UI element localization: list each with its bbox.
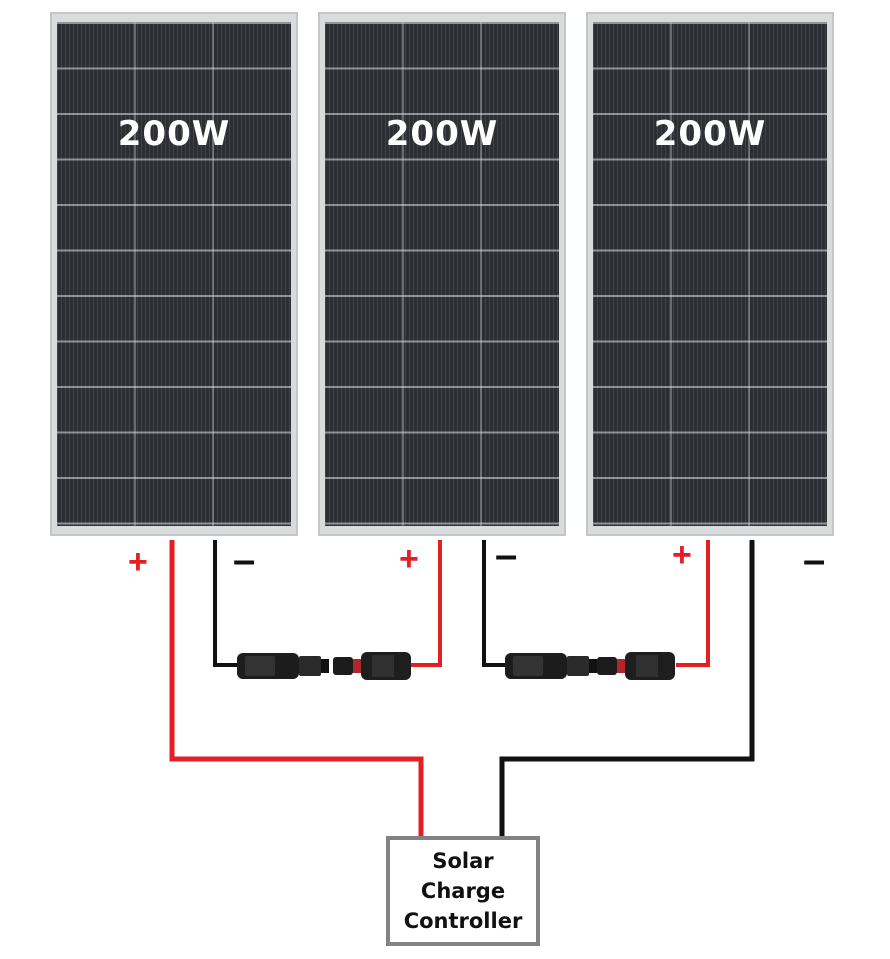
panel-3-wattage: 200W — [653, 114, 767, 154]
panel-2-positive-sign: + — [399, 540, 419, 578]
solar-panel-icon — [593, 22, 827, 526]
panel-1-wattage: 200W — [117, 114, 231, 154]
solar-charge-controller: Solar Charge Controller — [386, 836, 540, 946]
series-link-1-positive-wire — [410, 540, 442, 667]
panel-3-negative-sign: – — [803, 538, 826, 582]
series-link-2-negative-wire — [482, 540, 506, 667]
mc4-connector-icon — [505, 652, 675, 680]
positive-main-wire — [169, 540, 424, 836]
panel-1-negative-sign: – — [233, 538, 256, 582]
mc4-connector-icon — [237, 652, 411, 680]
panel-2-negative-sign: – — [495, 533, 518, 577]
series-link-1-negative-wire — [213, 540, 238, 667]
solar-panel-icon — [325, 22, 559, 526]
panel-2-wattage: 200W — [385, 114, 499, 154]
solar-panel-3: 200W — [586, 12, 834, 536]
panel-1-positive-sign: + — [128, 543, 148, 581]
negative-main-wire — [499, 540, 755, 836]
panel-3-positive-sign: + — [672, 536, 692, 574]
solar-panel-icon — [57, 22, 291, 526]
controller-label: Solar Charge Controller — [403, 849, 523, 933]
series-link-2-positive-wire — [676, 540, 710, 667]
solar-panel-1: 200W — [50, 12, 298, 536]
solar-panel-2: 200W — [318, 12, 566, 536]
